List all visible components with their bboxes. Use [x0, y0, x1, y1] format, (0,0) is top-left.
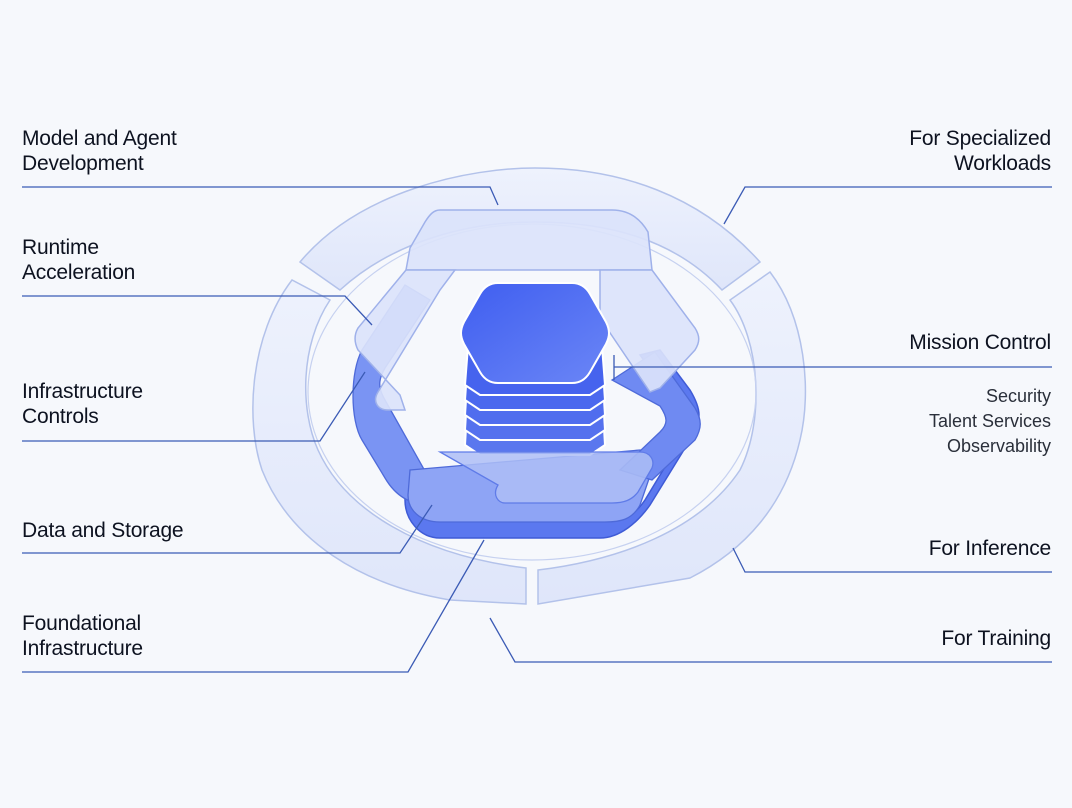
mission-control-observability: Observability — [946, 436, 1051, 456]
chevron-left-arm — [354, 269, 457, 411]
connector-model-agent — [22, 186, 499, 206]
label-infrastructure-controls: Infrastructure Controls — [22, 380, 143, 428]
mission-control-security: Security — [985, 386, 1051, 406]
label-model-agent-development: Model and Agent Development — [22, 127, 177, 175]
core-stack — [460, 282, 610, 456]
front-plate — [437, 451, 654, 504]
ring-segment-right — [537, 270, 807, 605]
ring-segment-bottom-left — [252, 279, 527, 605]
label-mission-control: Mission Control — [909, 331, 1051, 354]
label-for-inference: For Inference — [928, 537, 1051, 560]
connector-infra-controls — [22, 371, 366, 442]
hex-shell-right-plate — [610, 351, 701, 481]
outer-ring — [252, 167, 807, 605]
label-for-training: For Training — [941, 627, 1051, 650]
mission-control-talent-services: Talent Services — [928, 411, 1051, 431]
connector-lines — [22, 186, 1052, 673]
connector-foundational — [22, 539, 485, 673]
connector-runtime — [22, 295, 373, 326]
core-hex-top — [460, 282, 610, 384]
chevron-right-arm — [599, 269, 700, 393]
connector-training — [489, 617, 1052, 663]
connector-inference — [732, 547, 1052, 573]
label-runtime-acceleration: Runtime Acceleration — [22, 236, 136, 284]
chevron-top-plate — [405, 209, 653, 271]
label-for-specialized-workloads: For Specialized Workloads — [909, 127, 1051, 175]
top-chevron — [354, 209, 700, 411]
connector-data-storage — [22, 504, 433, 554]
label-data-and-storage: Data and Storage — [22, 519, 184, 542]
connector-specialized — [723, 186, 1052, 225]
label-foundational-infrastructure: Foundational Infrastructure — [22, 612, 143, 660]
